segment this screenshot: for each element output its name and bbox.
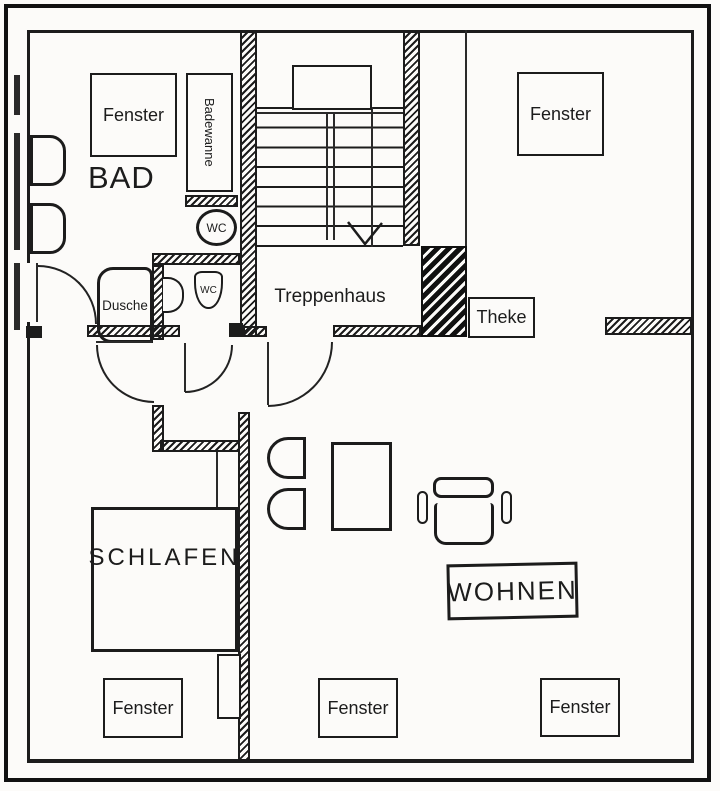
wall-stairwell-right (403, 30, 420, 246)
room-label-wohnen: WOHNEN (446, 574, 579, 607)
window-label: Fenster (549, 697, 611, 717)
window-label-box-bad: Fenster (90, 73, 177, 157)
toilet-bad: WC (196, 209, 237, 246)
closet-line (216, 452, 218, 508)
armchair-armrest (417, 491, 428, 524)
nightstand (217, 654, 241, 719)
armchair-armrest (501, 491, 512, 524)
room-label-schlafen: SCHLAFEN (88, 544, 241, 571)
wall-bathtub-end (185, 195, 238, 207)
wall-top (28, 30, 692, 33)
bathtub-label: Badewanne (202, 98, 217, 167)
dining-table (331, 442, 392, 531)
entrance-hinge-block (26, 326, 42, 338)
wall-hall-stub (243, 326, 267, 337)
window-label: Fenster (327, 697, 389, 718)
toilet-wc-label: WC (200, 284, 217, 296)
counter-block (421, 246, 467, 337)
stair-top-line (257, 112, 403, 114)
stair-edge-line (371, 107, 373, 247)
window-label: Fenster (102, 104, 165, 125)
dining-chair (267, 488, 306, 530)
armchair-back (433, 477, 494, 498)
terrace-edge-segment (14, 133, 20, 250)
bathtub: Badewanne (186, 73, 233, 192)
wall-end-block (229, 323, 243, 337)
toilet-bad-label: WC (206, 220, 227, 235)
armchair-seat (434, 503, 494, 545)
wall-right (691, 30, 694, 763)
washbasin (30, 135, 66, 186)
counter-label-box: Theke (468, 297, 535, 338)
stair-landing (292, 65, 372, 110)
toilet-wc: WC (194, 271, 223, 309)
washbasin (30, 203, 66, 254)
terrace-edge-segment (14, 263, 20, 330)
room-label-treppenhaus: Treppenhaus (274, 286, 386, 307)
stair-treads (257, 107, 403, 247)
counter-label: Theke (476, 307, 527, 327)
window-label-box-top-right: Fenster (517, 72, 604, 156)
wall-bottom (28, 759, 694, 763)
wall-left-upper (27, 30, 30, 263)
window-label-box-bottom-right: Fenster (540, 678, 620, 737)
wall-bedroom-right (238, 412, 250, 761)
bed: SCHLAFEN (88, 507, 241, 652)
entrance-door-leaf (36, 263, 38, 322)
corner-basin (163, 277, 184, 313)
wall-right-stub (605, 317, 692, 335)
wall-partition-living (465, 30, 467, 246)
stair-divider (326, 112, 328, 240)
dining-chair (267, 437, 306, 479)
wall-shower-bottom (87, 325, 180, 337)
wall-stairwell-left (240, 30, 257, 337)
wall-stairwell-bottom (333, 325, 421, 337)
window-label: Fenster (529, 103, 592, 124)
shower-label: Dusche (102, 297, 148, 313)
bedroom-door-leaf (96, 341, 152, 343)
room-label-bad: BAD (88, 160, 155, 195)
terrace-edge-segment (14, 75, 20, 115)
room-label-box-wohnen: WOHNEN (446, 561, 579, 621)
window-label: Fenster (112, 697, 174, 718)
window-label-box-bottom-middle: Fenster (318, 678, 398, 738)
stair-divider (333, 112, 335, 240)
wall-left-lower (27, 322, 30, 763)
window-label-box-bottom-left: Fenster (103, 678, 183, 738)
scan-border (4, 4, 711, 782)
wall-bedroom-top (160, 440, 240, 452)
wall-wc-top (152, 253, 240, 265)
stairs-down-arrow-icon (347, 221, 383, 247)
